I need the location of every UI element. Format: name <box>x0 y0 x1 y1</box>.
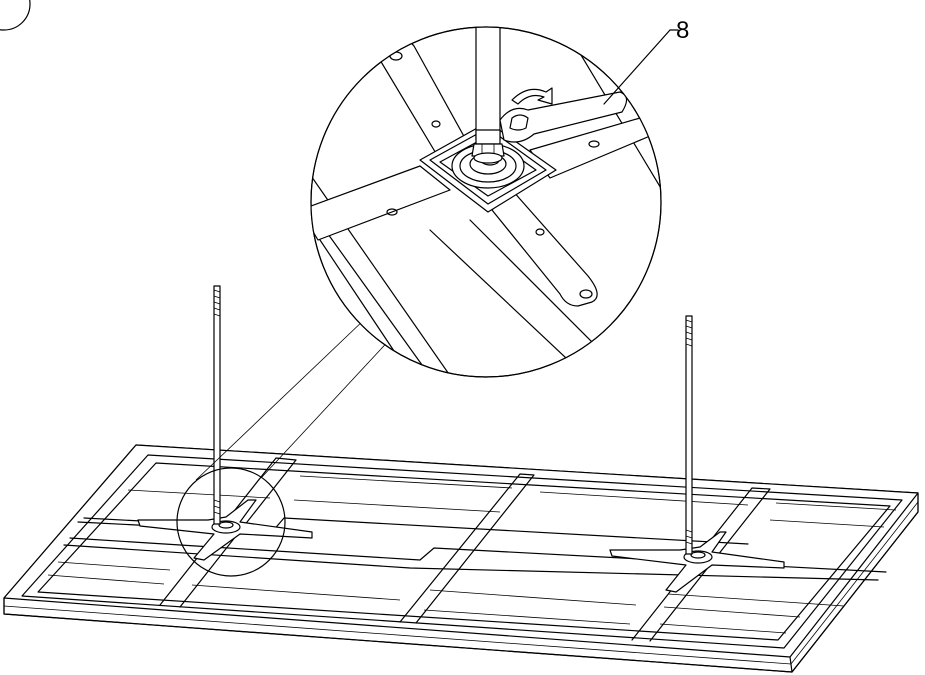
rotation-arrow-icon <box>511 87 553 105</box>
part-number-label: 8 <box>676 17 689 44</box>
detail-indicator <box>176 317 395 577</box>
left-threaded-rod <box>213 285 221 525</box>
right-threaded-rod <box>685 315 693 555</box>
step-marker <box>0 0 31 31</box>
table-top <box>3 444 919 673</box>
zoom-wrench <box>499 91 628 143</box>
detail-zoom-view <box>310 26 662 378</box>
zoom-hub <box>419 121 557 213</box>
zoom-base-arms <box>311 39 651 307</box>
part-callout: 8 <box>603 17 689 105</box>
zoom-rod-and-nut <box>471 27 505 164</box>
